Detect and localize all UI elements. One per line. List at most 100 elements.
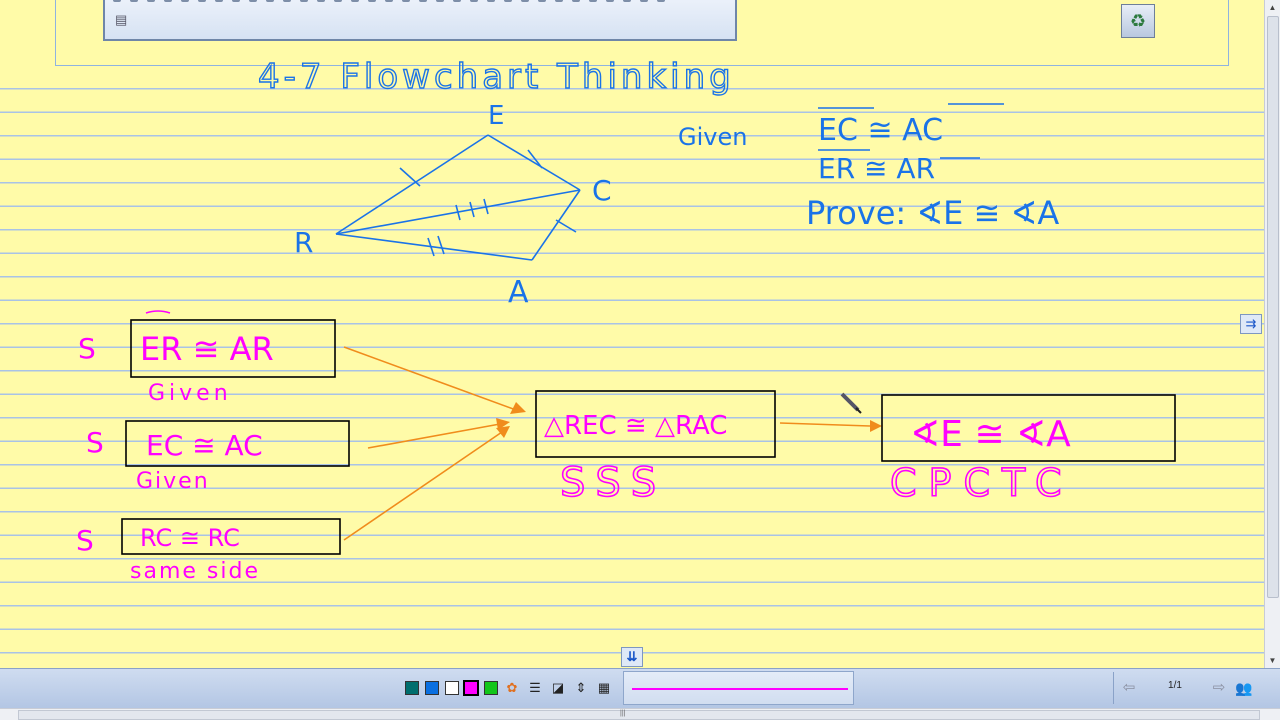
scroll-up-icon[interactable]: ▲ xyxy=(1268,3,1277,12)
horizontal-scrollbar[interactable]: ||| xyxy=(0,708,1280,720)
vertex-label-a: A xyxy=(508,275,529,310)
toolbar-button[interactable] xyxy=(147,0,155,2)
toolbar-button[interactable] xyxy=(538,0,546,2)
toolbar-button[interactable] xyxy=(555,0,563,2)
given-label: Given xyxy=(678,123,747,151)
page-title: 4-7 Flowchart Thinking xyxy=(258,57,735,97)
recycle-button[interactable]: ♻ xyxy=(1121,4,1155,38)
toolbar-button[interactable] xyxy=(232,0,240,2)
toolbar-button[interactable] xyxy=(623,0,631,2)
scroll-grip-icon: ||| xyxy=(620,710,626,717)
color-swatch-teal[interactable] xyxy=(405,681,419,695)
box2-statement: EC ≅ AC xyxy=(146,429,263,462)
given-statement-2: ER ≅ AR xyxy=(818,152,935,185)
recycle-icon: ♻ xyxy=(1129,10,1147,31)
top-toolbar-panel[interactable]: ▤ xyxy=(103,0,737,41)
toolbar-button[interactable] xyxy=(402,0,410,2)
flowchart-arrows xyxy=(343,346,871,541)
toolbar-button-row[interactable] xyxy=(113,0,665,2)
document-icon[interactable]: ▤ xyxy=(115,12,128,27)
toolbar-button[interactable] xyxy=(181,0,189,2)
users-icon: 👥 xyxy=(1235,680,1253,696)
nav-separator xyxy=(1113,672,1114,704)
toolbar-button[interactable] xyxy=(521,0,529,2)
grid-lines-icon[interactable]: ▦ xyxy=(597,680,611,695)
box2-side-letter: S xyxy=(86,426,104,459)
double-arrow-right-icon: ⇉ xyxy=(1245,316,1257,331)
double-arrow-down-icon: ⇊ xyxy=(626,649,638,664)
toolbar-button[interactable] xyxy=(249,0,257,2)
given-statement-1: EC ≅ AC xyxy=(818,113,943,148)
arrow-head-3 xyxy=(496,426,510,438)
toolbar-button[interactable] xyxy=(657,0,665,2)
arrow-head-1 xyxy=(510,402,526,414)
horizontal-scroll-thumb[interactable] xyxy=(18,710,1260,720)
pen-preview-box[interactable] xyxy=(623,671,854,705)
box1-bar-mark xyxy=(145,310,171,314)
color-swatch-white[interactable] xyxy=(445,681,459,695)
ink-canvas[interactable]: 4-7 Flowchart Thinking E C R A Given EC … xyxy=(0,0,1264,668)
toolbar-button[interactable] xyxy=(572,0,580,2)
pen-preview-line xyxy=(632,688,848,690)
box1-side-letter: S xyxy=(78,332,96,365)
box4-statement: △REC ≅ △RAC xyxy=(544,411,727,441)
color-swatch-green[interactable] xyxy=(484,681,498,695)
toolbar-button[interactable] xyxy=(113,0,121,2)
next-page-button[interactable]: ⇨ xyxy=(1209,678,1229,698)
page-split-button[interactable]: ⇊ xyxy=(621,647,643,667)
vertex-label-c: C xyxy=(592,174,612,207)
toolbar-button[interactable] xyxy=(453,0,461,2)
toolbar-button[interactable] xyxy=(385,0,393,2)
toolbar-button[interactable] xyxy=(334,0,342,2)
vertex-label-r: R xyxy=(294,226,313,259)
vertical-scroll-thumb[interactable] xyxy=(1267,16,1279,598)
color-swatch-magenta[interactable] xyxy=(463,680,479,696)
color-swatch-blue[interactable] xyxy=(425,681,439,695)
box5-reason: CPCTC xyxy=(890,461,1074,505)
toolbar-button[interactable] xyxy=(436,0,444,2)
toolbar-button[interactable] xyxy=(351,0,359,2)
color-palette-icon[interactable]: ✿ xyxy=(506,680,518,695)
arrow-head-2 xyxy=(496,418,510,430)
toolbar-button[interactable] xyxy=(606,0,614,2)
box1-reason: Given xyxy=(148,381,232,406)
line-width-icon[interactable]: ☰ xyxy=(529,680,541,695)
page-indicator: 1/1 xyxy=(1168,680,1182,691)
vertex-label-e: E xyxy=(488,101,504,131)
box2-reason: Given xyxy=(136,469,210,494)
arrow-head-4 xyxy=(870,420,882,432)
arrow-left-icon: ⇦ xyxy=(1122,679,1136,696)
header-margin-box xyxy=(55,0,1229,66)
triangle-figure xyxy=(335,134,581,261)
vertical-scrollbar[interactable]: ▲ ▼ xyxy=(1264,0,1280,668)
arrow-right-icon: ⇨ xyxy=(1212,679,1226,696)
box3-side-letter: S xyxy=(76,524,94,557)
box4-reason: SSS xyxy=(560,460,666,506)
toolbar-button[interactable] xyxy=(487,0,495,2)
toolbar-button[interactable] xyxy=(215,0,223,2)
toolbar-button[interactable] xyxy=(419,0,427,2)
scroll-down-icon[interactable]: ▼ xyxy=(1268,656,1277,665)
toolbar-button[interactable] xyxy=(266,0,274,2)
line-spacing-icon[interactable]: ⇕ xyxy=(575,680,587,695)
toolbar-button[interactable] xyxy=(317,0,325,2)
pen-style-icon[interactable]: ◪ xyxy=(551,680,565,695)
users-button[interactable]: 👥 xyxy=(1234,678,1254,698)
toolbar-button[interactable] xyxy=(198,0,206,2)
flowchart-boxes xyxy=(121,319,1176,555)
toolbar-button[interactable] xyxy=(164,0,172,2)
toolbar-button[interactable] xyxy=(470,0,478,2)
toolbar-button[interactable] xyxy=(640,0,648,2)
prove-statement: Prove: ∢E ≅ ∢A xyxy=(806,194,1059,232)
toolbar-button[interactable] xyxy=(504,0,512,2)
box5-statement: ∢E ≅ ∢A xyxy=(910,414,1071,455)
side-panel-toggle-button[interactable]: ⇉ xyxy=(1240,314,1262,334)
toolbar-button[interactable] xyxy=(368,0,376,2)
toolbar-button[interactable] xyxy=(130,0,138,2)
toolbar-button[interactable] xyxy=(283,0,291,2)
prev-page-button[interactable]: ⇦ xyxy=(1119,678,1139,698)
notebook-page[interactable]: 4-7 Flowchart Thinking E C R A Given EC … xyxy=(0,0,1264,668)
toolbar-button[interactable] xyxy=(300,0,308,2)
toolbar-button[interactable] xyxy=(589,0,597,2)
box3-statement: RC ≅ RC xyxy=(140,524,240,552)
